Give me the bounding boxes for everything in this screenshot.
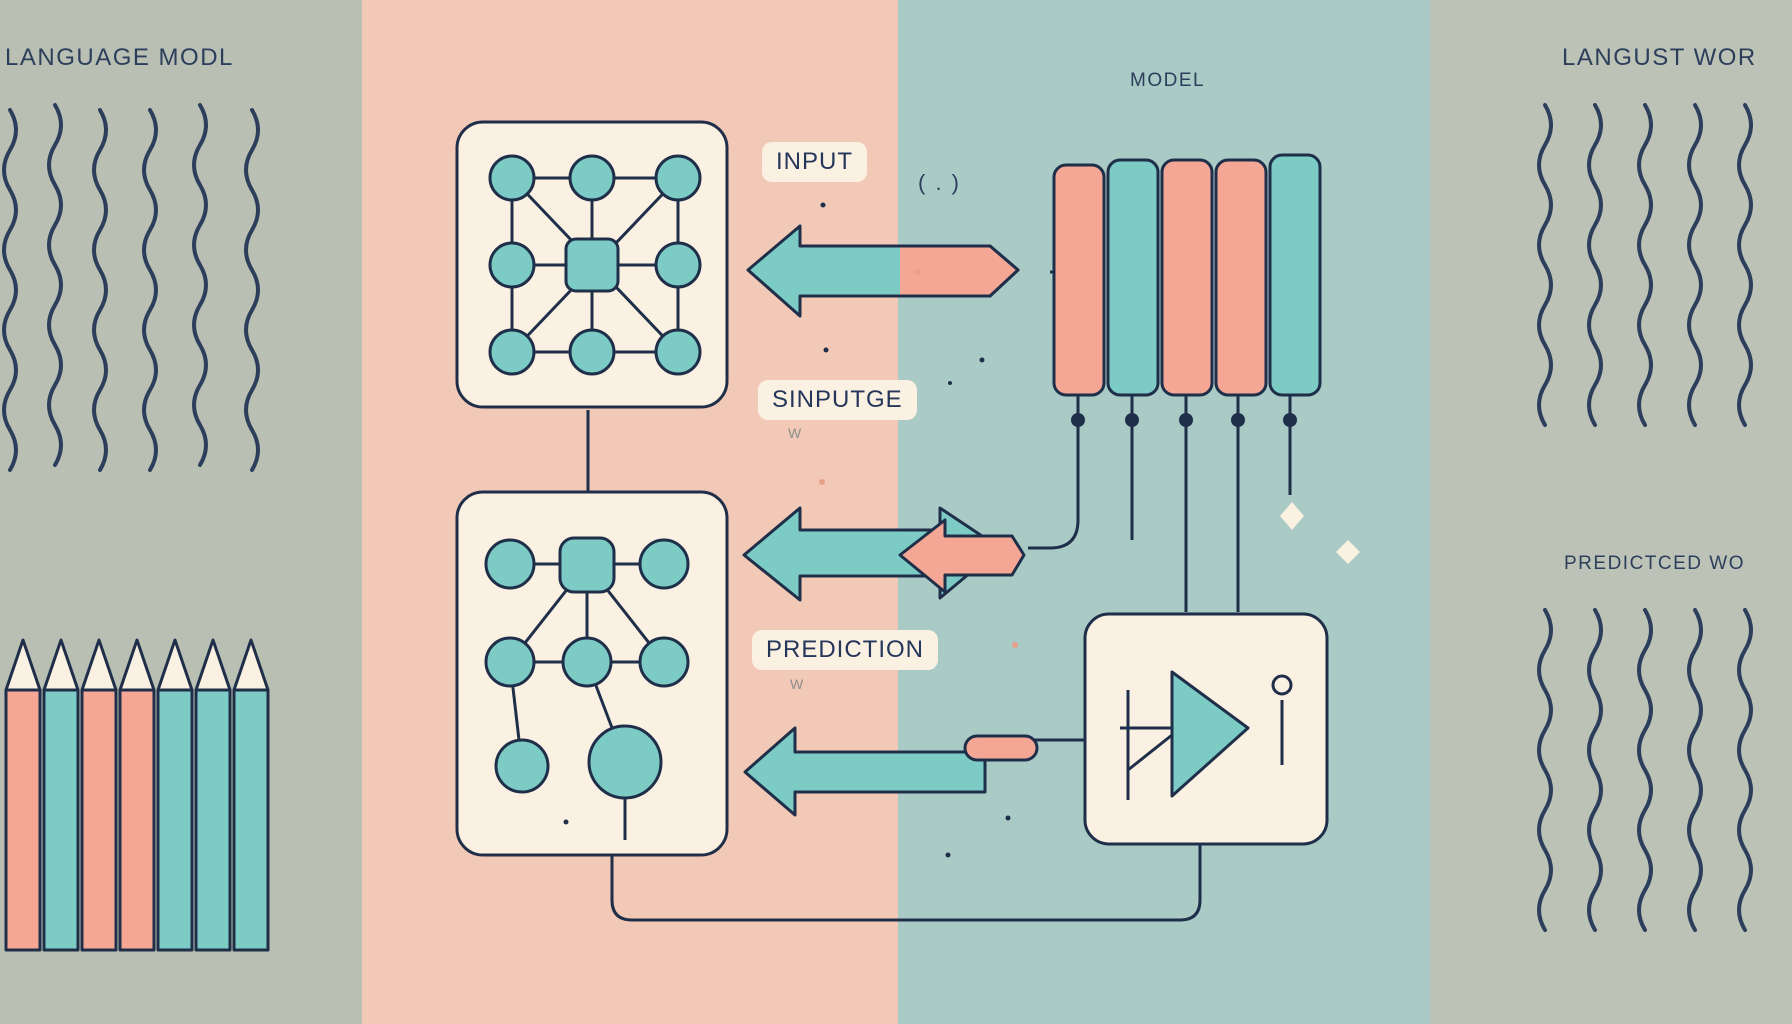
salmon-specks: [819, 269, 1018, 648]
prediction-label: PREDICTION: [752, 630, 939, 670]
input-label: INPUT: [762, 142, 867, 182]
right-title: LANGUST WOR: [1562, 44, 1757, 71]
center-title: MODEL: [1130, 70, 1206, 91]
connector-lines: [586, 270, 1292, 922]
specks: [563, 202, 1011, 858]
faint-word-2: W: [790, 676, 808, 692]
arrow-sinputge: [742, 506, 1026, 602]
faint-word-1: W: [788, 425, 806, 441]
input-symbol: ( . ): [918, 170, 961, 195]
left-title: LANGUAGE MODL: [5, 44, 234, 71]
neural-network-icon-bottom: [455, 490, 729, 857]
connector-dots: [1071, 413, 1297, 427]
right-panel: [1430, 0, 1792, 1024]
arrow-input-to-network: [746, 224, 1020, 318]
sinputge-label: SINPUTGE: [758, 380, 917, 420]
sparkles: [1280, 502, 1360, 564]
left-squiggle-columns: [2, 103, 260, 472]
pencil-set-icon: [4, 638, 270, 952]
right-subtitle: PREDICTCED WO: [1564, 553, 1745, 574]
right-squiggle-columns-bottom: [1537, 608, 1753, 932]
play-triangle-icon: [1083, 612, 1329, 846]
right-squiggle-columns-top: [1537, 103, 1753, 427]
neural-network-icon: [455, 120, 729, 409]
arrow-prediction: [743, 726, 1039, 817]
token-column-bars: [1052, 153, 1322, 397]
